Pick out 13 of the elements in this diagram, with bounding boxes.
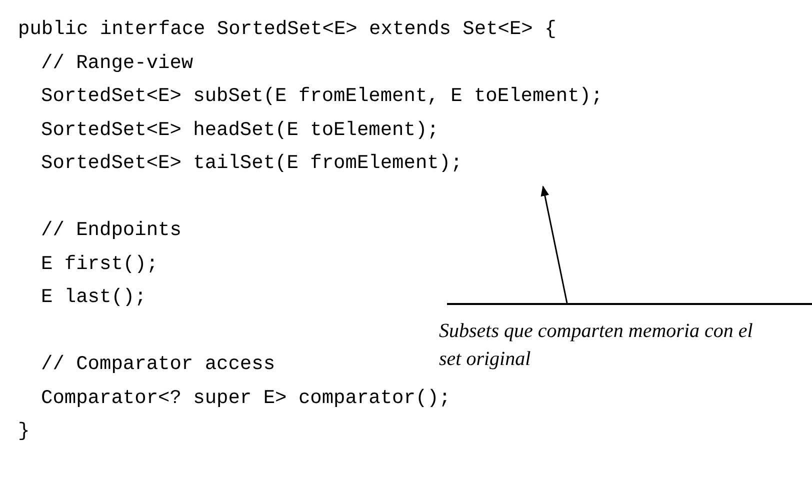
leader-arrow — [540, 185, 568, 304]
code-line: SortedSet<E> headSet(E toElement); — [41, 118, 440, 142]
code-line: Comparator<? super E> comparator(); — [41, 386, 451, 410]
annotation-text: Subsets que comparten memoria con el set original — [439, 319, 754, 372]
code-line: E first(); — [41, 252, 158, 276]
code-line: } — [18, 419, 30, 444]
code-line: // Comparator access — [41, 352, 276, 377]
code-line: public interface SortedSet<E> extends Set<E> { — [18, 17, 556, 42]
code-line: // Endpoints — [41, 218, 182, 243]
code-line: // Range-view — [41, 50, 194, 76]
code-line: SortedSet<E> tailSet(E fromElement); — [41, 151, 464, 176]
code-line: SortedSet<E> subSet(E fromElement, E toElement); — [41, 84, 603, 109]
code-line: E last(); — [41, 285, 146, 310]
